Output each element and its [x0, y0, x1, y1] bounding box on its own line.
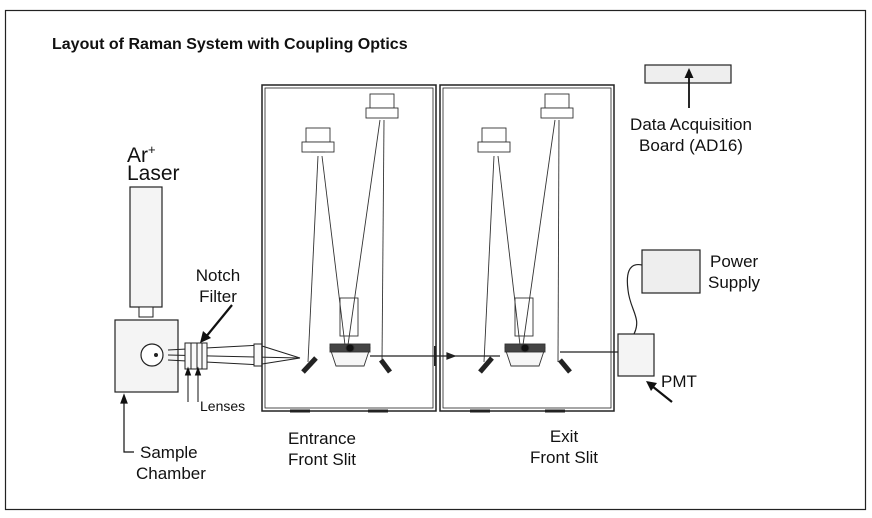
- laser-label: Ar+: [127, 138, 156, 168]
- laser-label-line1: Ar: [127, 144, 148, 167]
- sample-label-line2: Chamber: [136, 464, 206, 483]
- lenses-label: Lenses: [200, 398, 246, 414]
- entrance-label-line2: Front Slit: [287, 450, 357, 469]
- exit-label-line2: Front Slit: [529, 448, 599, 467]
- pmt-detector: [617, 333, 655, 377]
- pmt-label: PMT: [661, 372, 697, 391]
- beam-path: [370, 346, 618, 366]
- laser-label-line2: Laser: [127, 162, 180, 185]
- outer-border: [4, 9, 867, 511]
- sample-chamber-label: Sample Chamber: [136, 442, 206, 484]
- power-supply-label: Power Supply: [708, 251, 760, 293]
- daq-arrow: [684, 68, 694, 108]
- monochromator-1-housing: [261, 84, 437, 413]
- monochromator-1-optics: [301, 93, 399, 374]
- notch-label-line2: Filter: [199, 287, 237, 306]
- lenses-pointer-arrows: [184, 366, 202, 402]
- power-label-line2: Supply: [708, 273, 760, 292]
- notch-label-line1: Notch: [195, 266, 241, 285]
- entrance-slit-label: Entrance Front Slit: [272, 428, 372, 470]
- laser-label-superscript: +: [148, 142, 156, 157]
- coupling-optics: [167, 342, 301, 370]
- sample-pointer-line: [120, 393, 134, 453]
- diagram-title: Layout of Raman System with Coupling Opt…: [52, 36, 408, 53]
- ar-laser: [129, 186, 163, 318]
- daq-label: Data Acquisition Board (AD16): [616, 114, 766, 156]
- monochromator-2-housing: [439, 84, 615, 413]
- power-label-line1: Power: [710, 252, 759, 271]
- sample-label-line1: Sample: [140, 443, 198, 462]
- power-cable: [626, 263, 643, 335]
- exit-label-line1: Exit: [549, 427, 579, 446]
- daq-label-line1: Data Acquisition: [630, 115, 752, 134]
- notch-filter-label: Notch Filter: [188, 265, 248, 307]
- exit-slit-label: Exit Front Slit: [514, 426, 614, 468]
- monochromator-2-optics: [477, 93, 574, 374]
- pmt-pointer-arrow: [646, 381, 673, 403]
- daq-label-line2: Board (AD16): [639, 136, 743, 155]
- notch-pointer-arrow: [200, 304, 233, 343]
- sample-chamber: [114, 319, 179, 393]
- power-supply: [641, 249, 701, 294]
- entrance-label-line1: Entrance: [287, 429, 357, 448]
